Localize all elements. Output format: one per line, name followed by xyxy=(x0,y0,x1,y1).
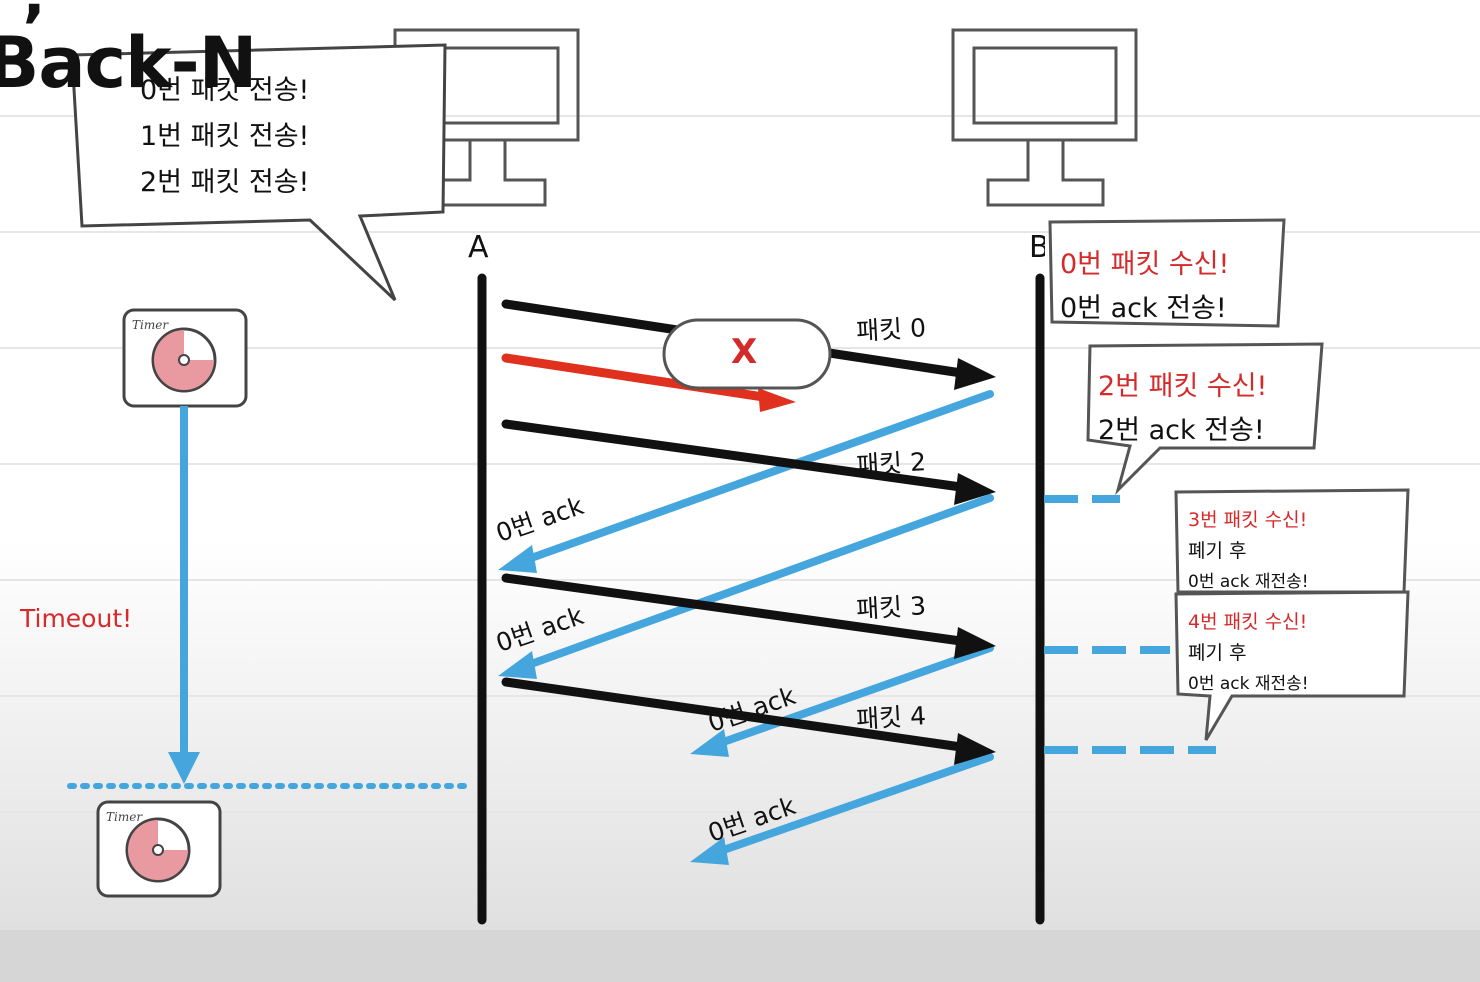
receiver-bubble-line: 2번 ack 전송! xyxy=(1098,415,1265,446)
sender-bubble-shape xyxy=(70,43,447,302)
packet-label-0: 패킷 0 xyxy=(855,313,927,346)
timer-icon xyxy=(96,800,222,898)
packet-arrow-3 xyxy=(501,573,973,647)
ack-arrow-1 xyxy=(516,390,994,566)
receiver-bubble-headline: 3번 패킷 수신! xyxy=(1188,509,1308,531)
receiver-connectors xyxy=(1044,495,1216,754)
timer-label: Timer xyxy=(106,810,143,824)
timer-icon xyxy=(122,308,248,408)
ack-arrow-4 xyxy=(708,753,994,858)
computer-b-icon xyxy=(951,28,1138,207)
receiver-bubble-line: 0번 ack 전송! xyxy=(1060,293,1227,324)
timeout-label: Timeout! xyxy=(20,604,133,633)
title-fragment: ·,· xyxy=(0,0,68,30)
sender-bubble-line: 2번 패킷 전송! xyxy=(140,167,310,198)
receiver-bubble-3-shape xyxy=(1174,590,1410,741)
packet-label-2: 패킷 2 xyxy=(855,447,927,480)
sender-bubble-line: 1번 패킷 전송! xyxy=(140,121,310,152)
receiver-bubble-0-shape xyxy=(1048,218,1286,328)
bottom-band xyxy=(0,930,1480,982)
receiver-bubble-line: 0번 ack 재전송! xyxy=(1188,572,1309,592)
packet-label-3: 패킷 3 xyxy=(855,591,927,624)
packet-arrow-2 xyxy=(501,419,973,493)
node-a-label: A xyxy=(468,230,489,265)
packet-label-4: 패킷 4 xyxy=(855,701,927,734)
node-b-label: B xyxy=(1029,230,1045,265)
loss-marker xyxy=(662,318,832,390)
receiver-bubble-headline: 2번 패킷 수신! xyxy=(1098,371,1268,402)
page-title: Back-N xyxy=(0,22,257,104)
timeout-arrowhead xyxy=(168,752,200,784)
packet-arrowheads xyxy=(954,358,996,765)
receiver-bubble-headline: 0번 패킷 수신! xyxy=(1060,249,1230,280)
receiver-bubble-line: 폐기 후 xyxy=(1188,540,1247,562)
ack-arrows xyxy=(516,390,994,858)
timer-label: Timer xyxy=(132,318,169,332)
lost-packet-arrowhead xyxy=(758,388,796,412)
loss-x-icon: X xyxy=(731,332,758,372)
lost-packet-arrow xyxy=(501,353,775,403)
sender-bubble-line: 0번 패킷 전송! xyxy=(140,75,310,106)
packet-arrow-4 xyxy=(501,677,973,753)
ack-arrow-3 xyxy=(708,644,994,750)
ack-arrow-2 xyxy=(516,494,994,672)
ack-arrowheads xyxy=(498,545,729,865)
receiver-bubble-line: 0번 ack 재전송! xyxy=(1188,674,1309,694)
receiver-bubble-line: 폐기 후 xyxy=(1188,642,1247,664)
receiver-bubble-1-shape xyxy=(1086,342,1324,496)
receiver-bubble-headline: 4번 패킷 수신! xyxy=(1188,611,1308,633)
